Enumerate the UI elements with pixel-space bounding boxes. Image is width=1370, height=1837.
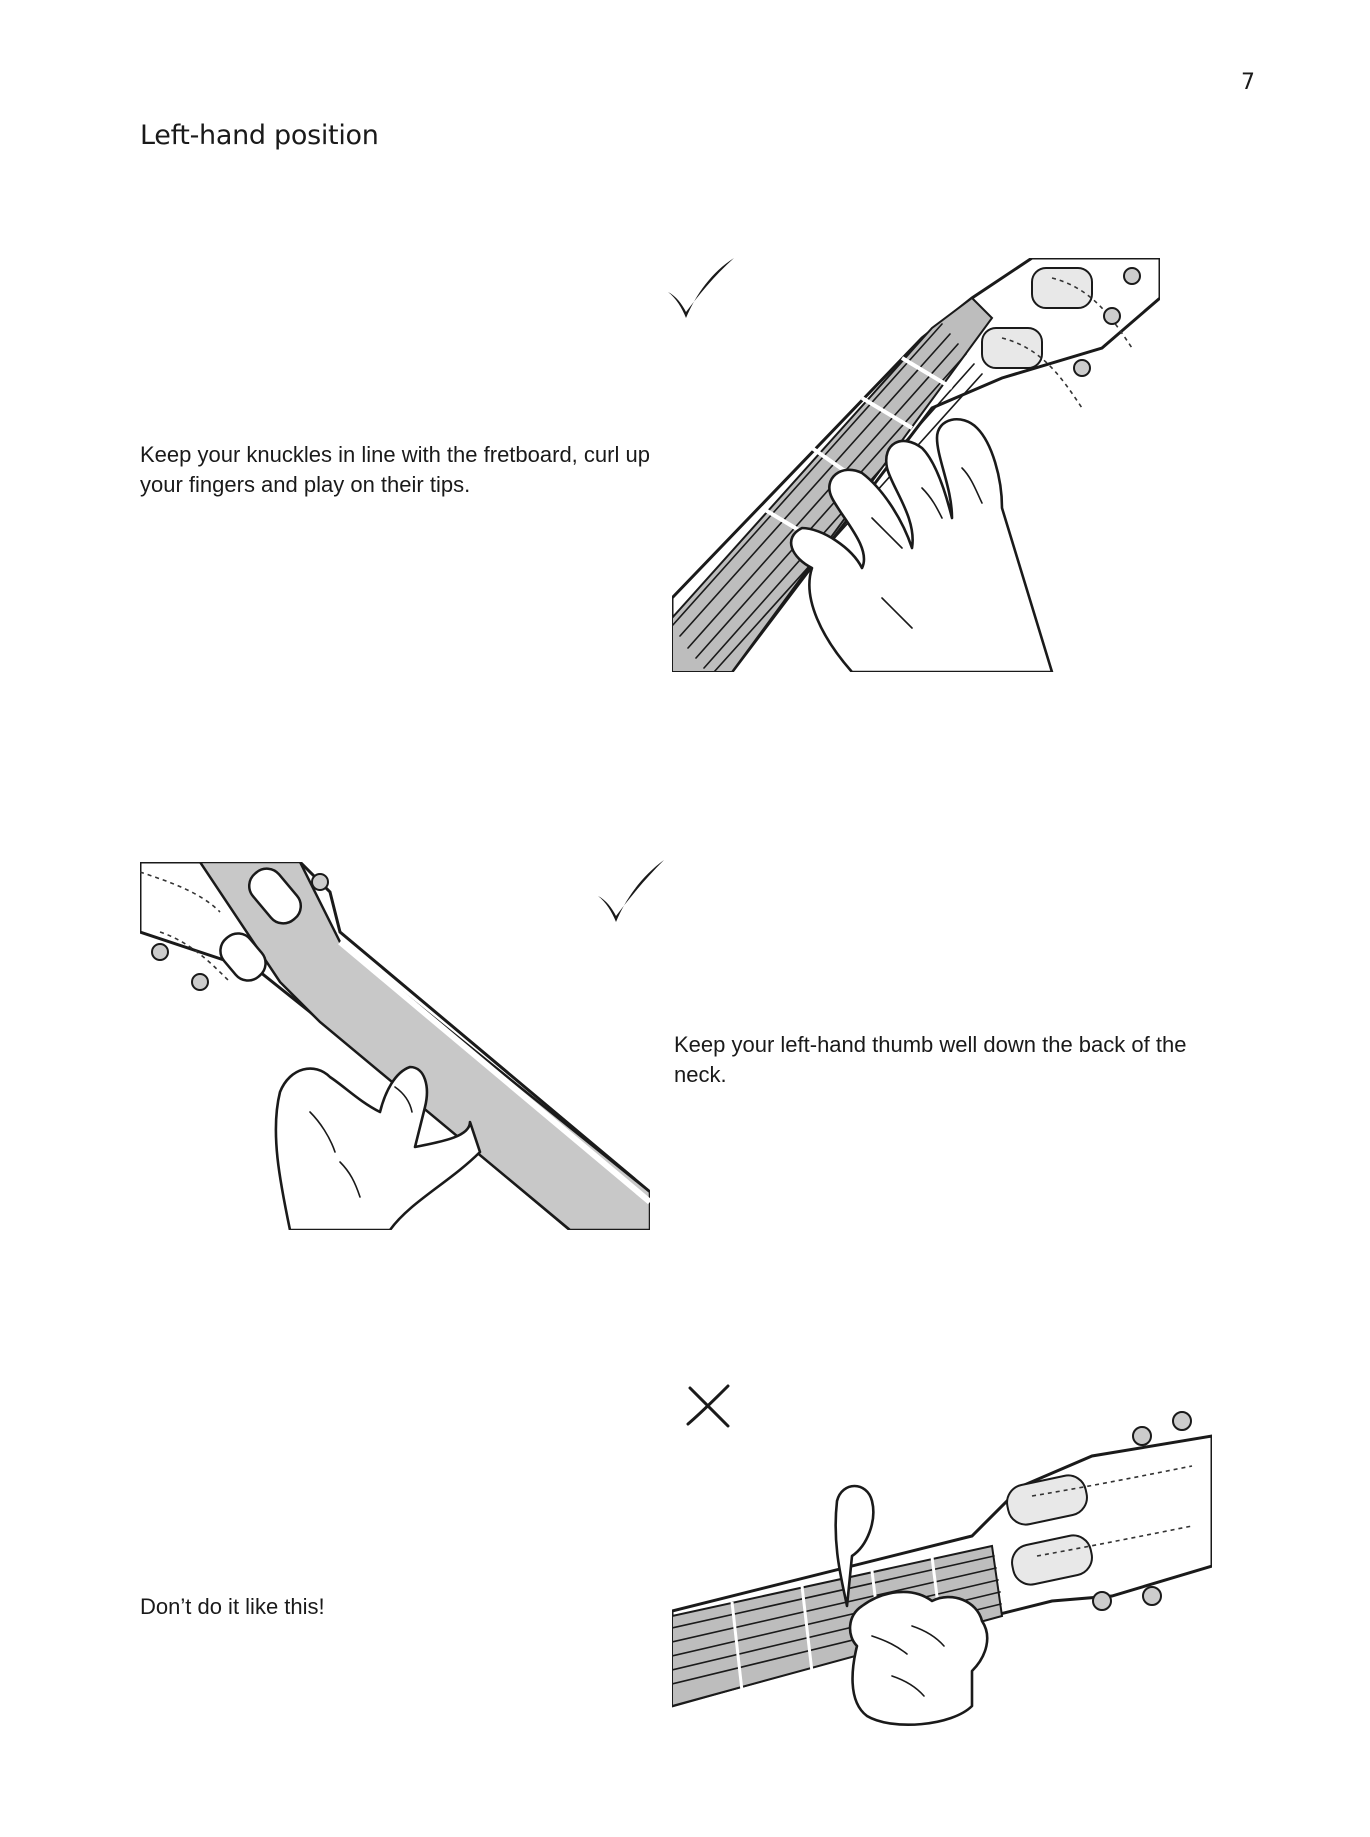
page-number: 7 (1241, 70, 1255, 95)
page-title: Left-hand position (140, 120, 379, 151)
cross-mark-icon (686, 1384, 730, 1428)
check-mark-icon (668, 258, 734, 318)
fretting-hand-illustration (672, 258, 1160, 672)
left-hand-curled-fingers (789, 418, 1054, 672)
left-hand-thumb-back (274, 1065, 482, 1230)
caption-knuckles: Keep your knuckles in line with the fret… (140, 442, 650, 497)
caption-thumb: Keep your left-hand thumb well down the … (674, 1032, 1187, 1087)
left-hand-wrong-grip (834, 1484, 989, 1726)
guitar-neck-horizontal (672, 1411, 1212, 1708)
incorrect-grip-illustration (672, 1411, 1212, 1726)
check-mark-icon (598, 860, 664, 922)
guitar-neck-back-view (140, 862, 650, 1230)
thumb-behind-neck-illustration (140, 862, 650, 1230)
caption-dont: Don’t do it like this! (140, 1594, 325, 1619)
